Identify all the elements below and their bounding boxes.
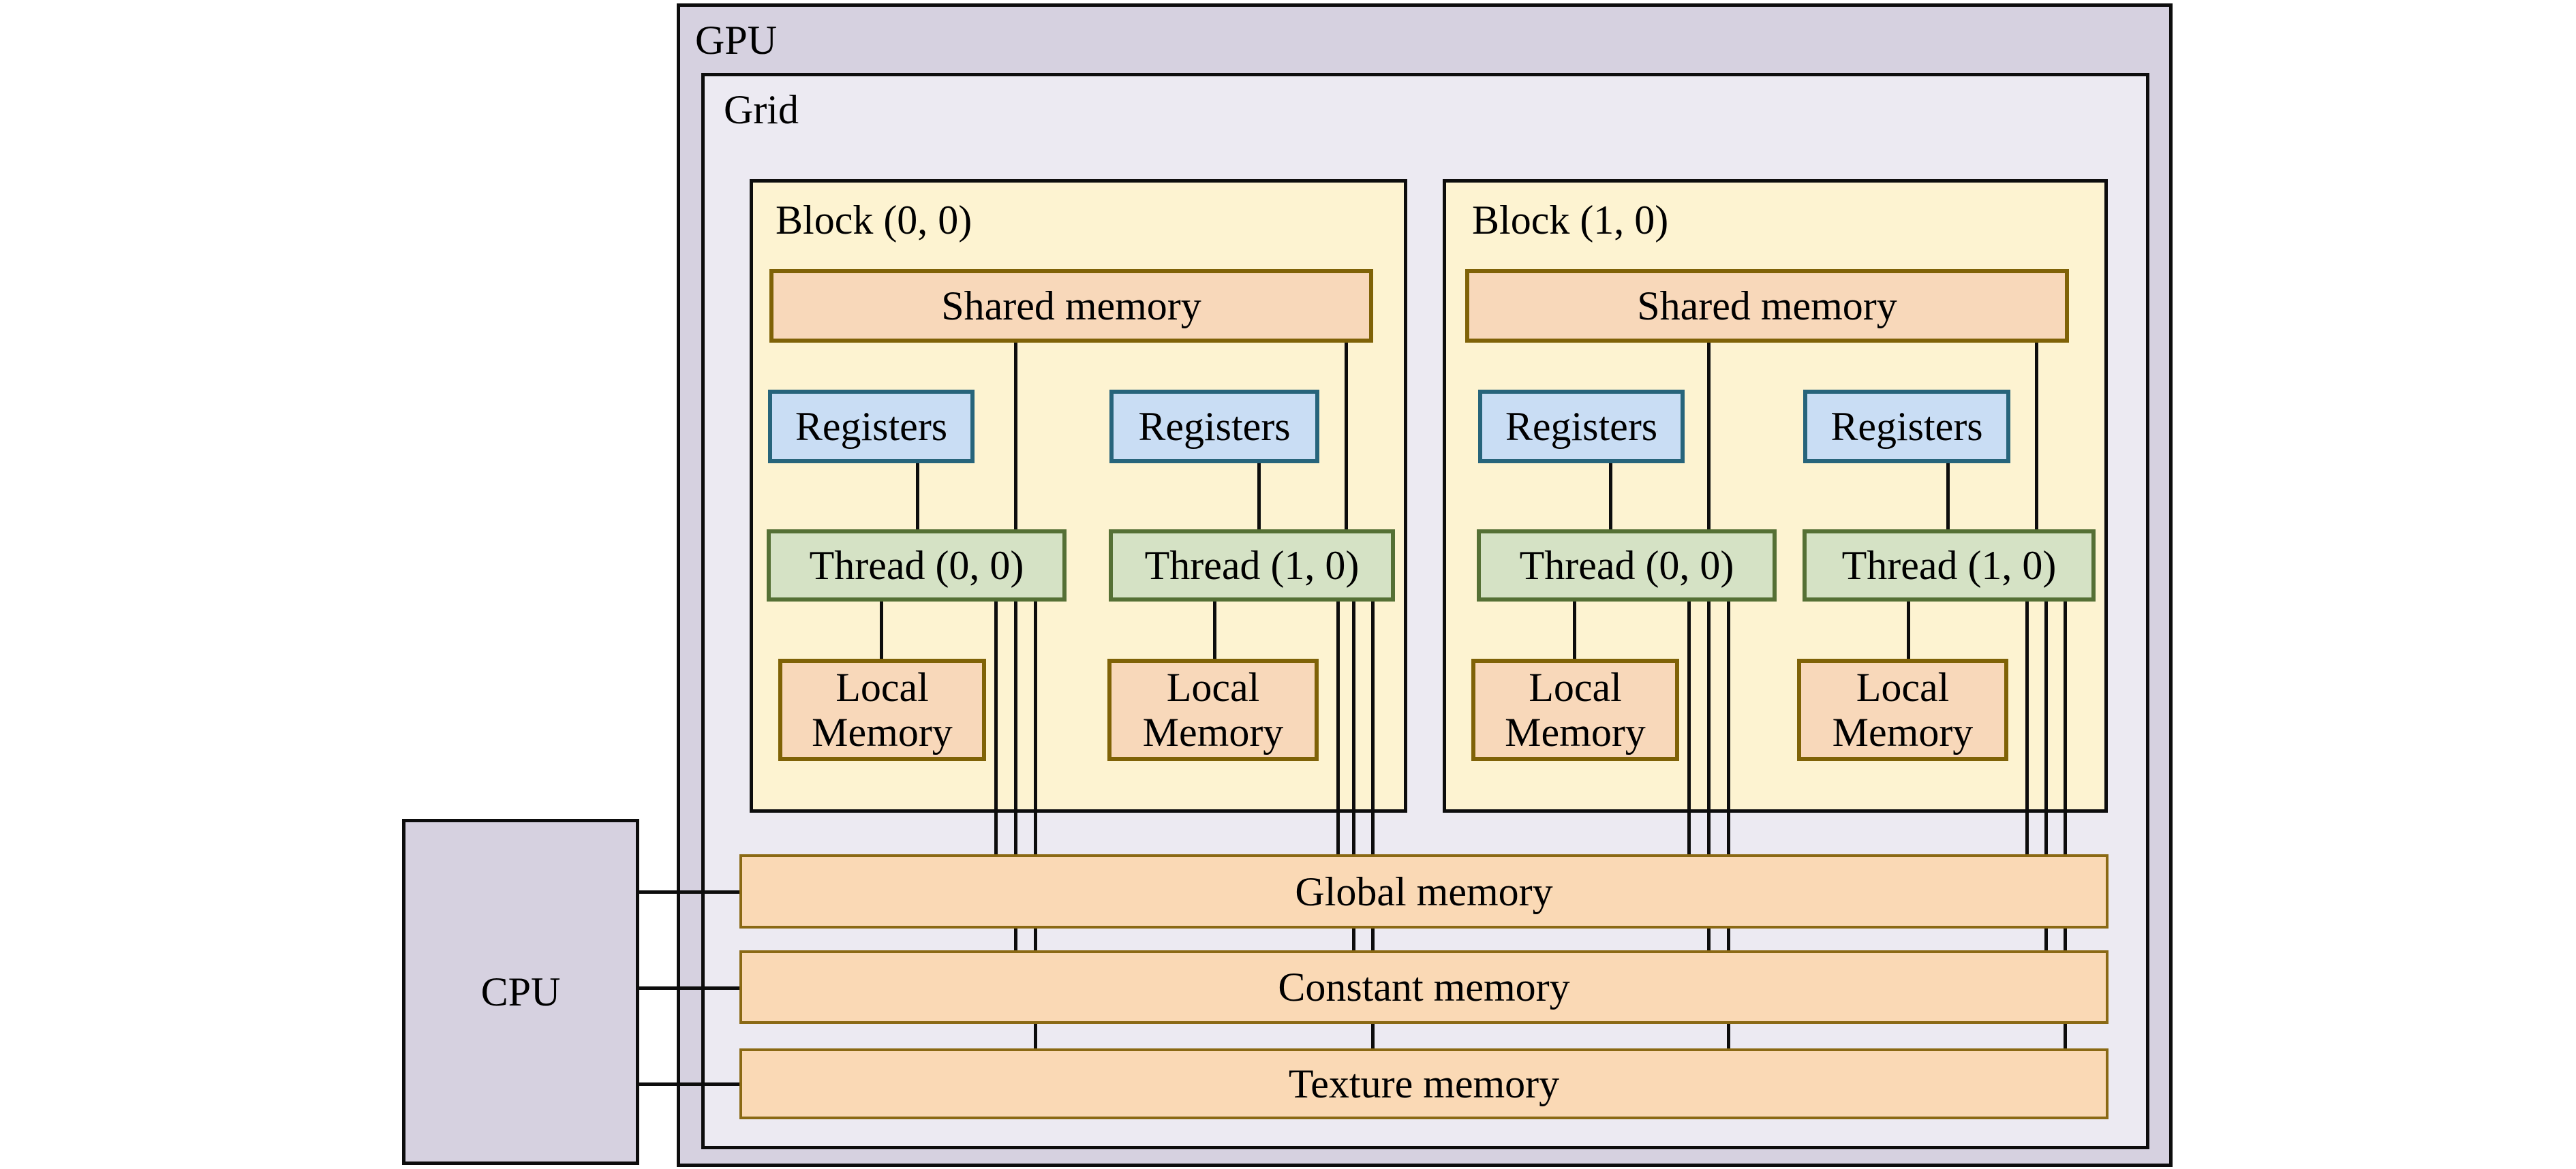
thread-global-line xyxy=(2025,602,2029,854)
shared-thread-line xyxy=(1707,343,1711,529)
local-memory-box: Local Memory xyxy=(1471,659,1679,761)
local-memory-label: Local Memory xyxy=(1832,665,1974,755)
registers-box: Registers xyxy=(1109,390,1319,463)
shared-thread-line xyxy=(1345,343,1348,529)
shared-thread-line xyxy=(1014,343,1017,529)
registers-box: Registers xyxy=(1478,390,1685,463)
thread-local-line xyxy=(880,602,883,659)
thread-box: Thread (1, 0) xyxy=(1803,529,2096,602)
registers-label: Registers xyxy=(795,404,948,449)
local-memory-box: Local Memory xyxy=(1107,659,1319,761)
thread-constant-line xyxy=(2044,602,2048,950)
thread-constant-line xyxy=(1707,602,1711,950)
cpu-label: CPU xyxy=(480,969,561,1014)
thread-constant-line xyxy=(1014,602,1017,950)
registers-box: Registers xyxy=(1803,390,2010,463)
block-0-label: Block (0, 0) xyxy=(776,198,972,243)
local-memory-box: Local Memory xyxy=(1797,659,2008,761)
thread-global-line xyxy=(1687,602,1691,854)
local-memory-label: Local Memory xyxy=(812,665,953,755)
constant-memory-bar: Constant memory xyxy=(739,950,2109,1024)
thread-texture-line xyxy=(1371,602,1375,1048)
thread-label: Thread (0, 0) xyxy=(809,543,1024,588)
registers-box: Registers xyxy=(768,390,975,463)
global-memory-bar: Global memory xyxy=(739,854,2109,929)
registers-label: Registers xyxy=(1505,404,1658,449)
cpu-texture-connector-line xyxy=(639,1082,739,1086)
thread-label: Thread (1, 0) xyxy=(1144,543,1360,588)
block-1-label: Block (1, 0) xyxy=(1472,198,1669,243)
thread-texture-line xyxy=(1034,602,1037,1048)
thread-global-line xyxy=(1336,602,1340,854)
thread-texture-line xyxy=(1727,602,1730,1048)
thread-box: Thread (0, 0) xyxy=(1477,529,1777,602)
shared-memory-box: Shared memory xyxy=(1465,269,2069,343)
texture-memory-bar: Texture memory xyxy=(739,1048,2109,1119)
thread-box: Thread (0, 0) xyxy=(767,529,1067,602)
registers-thread-line xyxy=(1946,463,1950,529)
thread-box: Thread (1, 0) xyxy=(1109,529,1395,602)
gpu-label: GPU xyxy=(695,18,778,63)
thread-label: Thread (0, 0) xyxy=(1519,543,1734,588)
shared-memory-label: Shared memory xyxy=(941,283,1201,328)
shared-memory-box: Shared memory xyxy=(769,269,1373,343)
cpu-constant-connector-line xyxy=(639,986,739,990)
thread-global-line xyxy=(994,602,998,854)
registers-label: Registers xyxy=(1138,404,1291,449)
thread-texture-line xyxy=(2064,602,2067,1048)
registers-label: Registers xyxy=(1830,404,1983,449)
local-memory-box: Local Memory xyxy=(778,659,986,761)
constant-memory-label: Constant memory xyxy=(1278,965,1570,1010)
thread-local-line xyxy=(1907,602,1910,659)
local-memory-label: Local Memory xyxy=(1505,665,1646,755)
registers-thread-line xyxy=(916,463,919,529)
cpu-box: CPU xyxy=(402,819,639,1165)
thread-local-line xyxy=(1573,602,1576,659)
thread-constant-line xyxy=(1352,602,1355,950)
shared-memory-label: Shared memory xyxy=(1637,283,1897,328)
cpu-global-connector-line xyxy=(639,890,739,894)
grid-label: Grid xyxy=(724,87,799,132)
registers-thread-line xyxy=(1609,463,1612,529)
global-memory-label: Global memory xyxy=(1295,869,1553,914)
registers-thread-line xyxy=(1257,463,1261,529)
texture-memory-label: Texture memory xyxy=(1288,1061,1560,1106)
thread-label: Thread (1, 0) xyxy=(1841,543,2057,588)
local-memory-label: Local Memory xyxy=(1142,665,1284,755)
thread-local-line xyxy=(1213,602,1216,659)
shared-thread-line xyxy=(2035,343,2038,529)
